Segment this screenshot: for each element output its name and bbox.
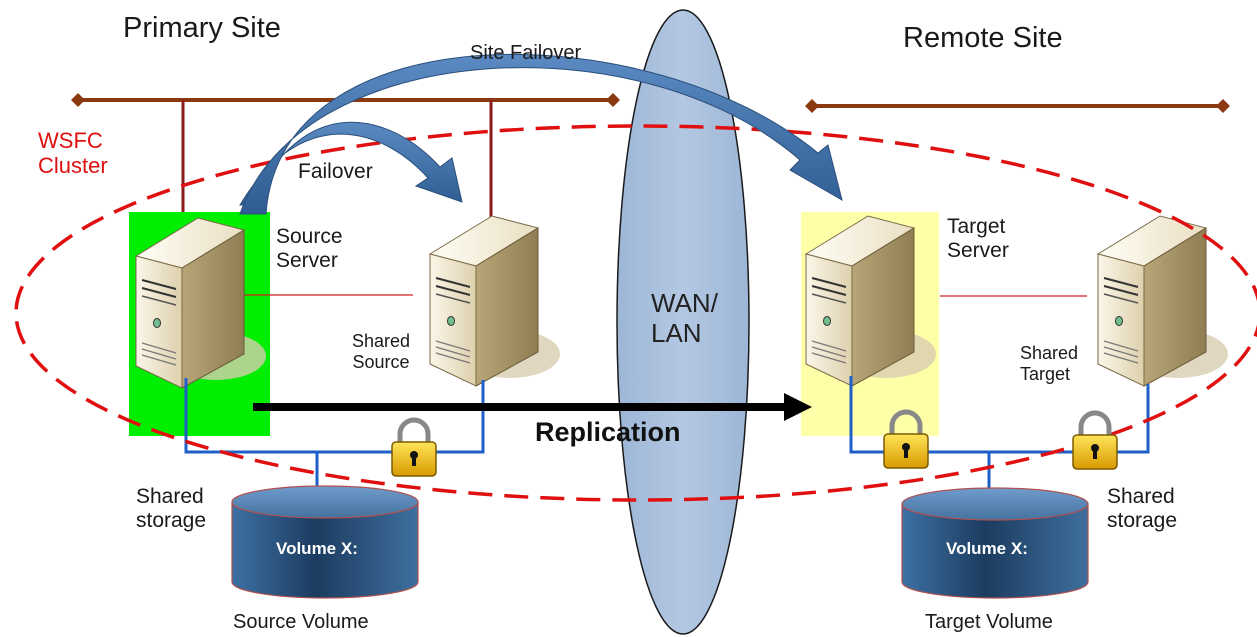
replication-label: Replication [535,417,681,447]
shared-storage-right-label: Shared storage [1107,485,1177,533]
failover-label: Failover [298,160,373,183]
target-server-icon [804,215,936,387]
shared-source-label: Shared Source [352,331,410,372]
source-volume-label: Volume X: [276,539,358,558]
site-failover-label: Site Failover [470,42,582,64]
source-server-label: Source Server [276,225,343,273]
source-server-label-line1: Source [276,225,343,248]
target-server-label: Target Server [947,215,1009,263]
lock-icon [883,409,929,469]
shared-target-server-icon [1096,215,1228,387]
target-server-label-line1: Target [947,215,1006,238]
shared-storage-right-line1: Shared [1107,485,1175,508]
target-volume-label: Volume X: [946,539,1028,558]
wan-lan-ellipse [616,9,750,635]
wsfc-cluster-label-line1: WSFC [38,128,103,153]
replication-arrow [253,393,812,421]
wsfc-cluster-label-line2: Cluster [38,153,108,179]
failover-arrow [239,121,463,206]
shared-source-label-line1: Shared [352,331,411,351]
wan-lan-label: WAN/ LAN [651,288,718,349]
shared-source-server-icon [428,215,560,387]
source-server-icon [134,217,266,389]
shared-target-label-line2: Target [1020,363,1071,384]
wan-lan-label-line2: LAN [651,317,702,348]
primary-site-title: Primary Site [123,12,281,44]
lock-icon [391,417,437,477]
source-volume-caption: Source Volume [233,611,369,633]
shared-storage-right-line2: storage [1107,509,1178,533]
shared-storage-left-label: Shared storage [136,485,206,533]
remote-site-title: Remote Site [903,22,1063,54]
target-server-label-line2: Server [947,239,1009,263]
shared-source-label-line2: Source [352,351,410,372]
source-volume-icon [231,485,419,599]
target-volume-icon [901,487,1089,599]
shared-target-label-line1: Shared [1020,343,1079,363]
remote-network-line [805,99,1230,113]
site-failover-arrow [239,53,843,215]
source-server-label-line2: Server [276,249,338,273]
shared-storage-left-line1: Shared [136,485,204,508]
target-volume-caption: Target Volume [925,611,1053,633]
shared-storage-left-line2: storage [136,509,207,533]
wan-lan-label-line1: WAN/ [651,288,718,318]
lock-icon [1072,410,1118,470]
wsfc-cluster-label: WSFC Cluster [38,128,108,179]
shared-target-label: Shared Target [1020,343,1078,384]
